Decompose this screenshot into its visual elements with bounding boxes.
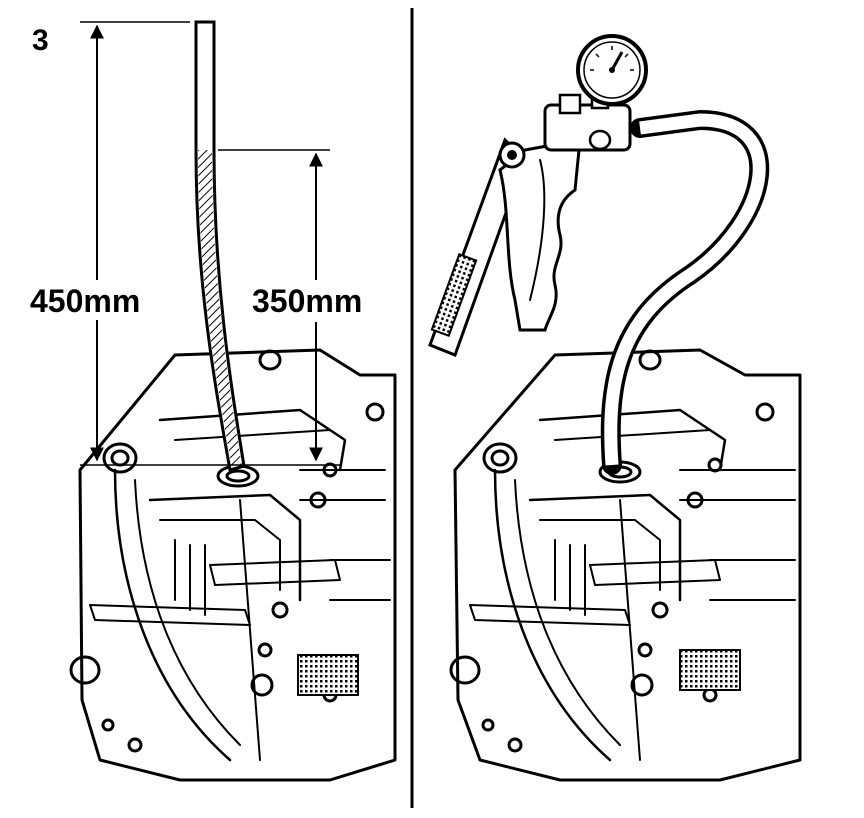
pump-body (543, 103, 632, 152)
right-panel (428, 34, 802, 782)
vent-grille-right (679, 649, 741, 691)
vacuum-pump (428, 34, 648, 357)
dimension-450 (80, 21, 340, 466)
lever-grip (430, 253, 478, 337)
pressure-gauge-icon (576, 34, 648, 110)
left-panel: 3 (30, 20, 397, 782)
transmission-housing-right (449, 348, 802, 782)
immersed-section (198, 150, 242, 468)
measuring-rod (194, 20, 246, 472)
dimension-450-label: 450mm (30, 283, 140, 319)
step-number: 3 (32, 24, 49, 57)
dimension-350-label: 350mm (252, 283, 362, 319)
transmission-housing-left (69, 348, 397, 782)
pump-handle (498, 138, 582, 332)
dimension-350 (218, 149, 330, 462)
vent-grille-left (297, 654, 359, 696)
